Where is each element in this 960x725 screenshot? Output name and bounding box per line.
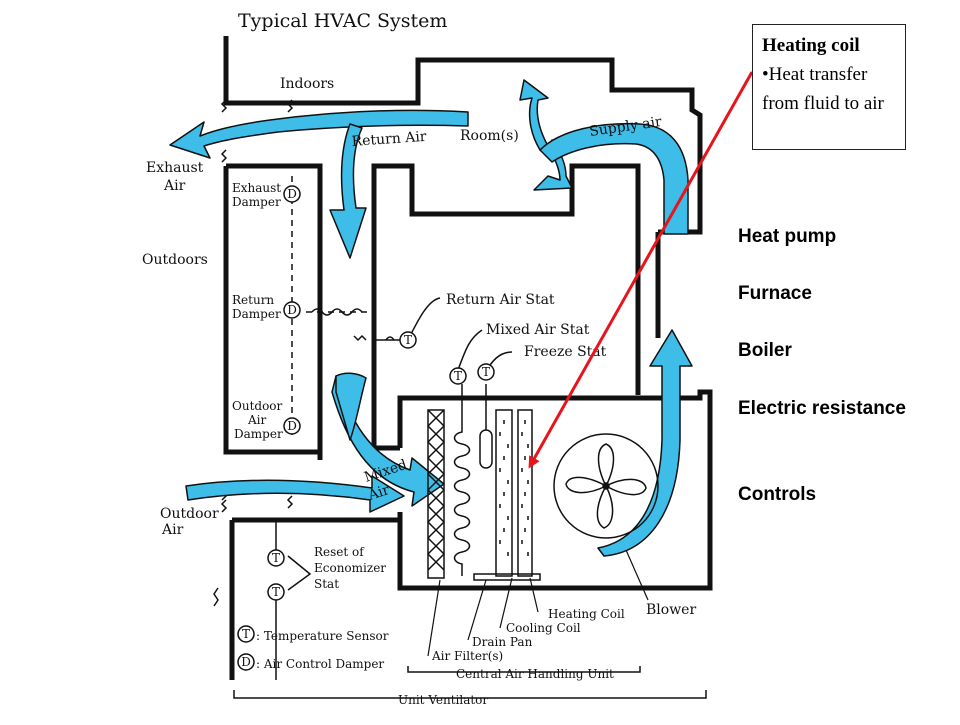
label-blower: Blower: [646, 602, 696, 618]
building-walls: [223, 36, 713, 680]
svg-text:T: T: [242, 627, 250, 641]
heat-source-item: Controls: [738, 484, 817, 505]
heat-source-item: Boiler: [738, 340, 792, 361]
label-heating-coil: Heating Coil: [548, 607, 625, 621]
drain-pan: [473, 573, 541, 581]
svg-text:T: T: [482, 365, 490, 379]
blower-fan: [553, 433, 659, 539]
label-exhaust-air-2: Air: [163, 178, 186, 194]
label-outdoors: Outdoors: [142, 252, 208, 268]
label-exhaust-air-1: Exhaust: [146, 160, 204, 176]
svg-text:T: T: [272, 585, 280, 599]
label-return-air-stat: Return Air Stat: [446, 292, 555, 308]
callout-heading: Heating coil: [762, 35, 860, 56]
legend-damper-label: : Air Control Damper: [256, 657, 384, 671]
label-return-damper-2: Damper: [232, 307, 281, 321]
callout-body: •Heat transfer from fluid to air: [762, 64, 884, 114]
label-return-air: Return Air: [351, 129, 427, 150]
label-outdoor-air-1: Outdoor: [160, 506, 219, 522]
label-exhaust-damper-2: Damper: [232, 195, 281, 209]
cooling-coil-element: [495, 409, 513, 577]
heat-source-list: Heat pump Furnace Boiler Electric resist…: [738, 0, 958, 720]
label-reset-3: Stat: [314, 577, 339, 591]
damper-exhaust: D: [283, 185, 301, 203]
svg-text:T: T: [404, 333, 412, 347]
legend-temp-symbol: T: [237, 625, 255, 643]
label-freeze-stat: Freeze Stat: [524, 344, 607, 360]
diagram-title: Typical HVAC System: [238, 10, 447, 32]
airflow-arrows: [169, 79, 693, 557]
component-leaders: [427, 549, 649, 657]
label-reset-2: Economizer: [314, 561, 386, 575]
heat-source-item: Electric resistance: [738, 398, 906, 419]
svg-text:D: D: [241, 655, 251, 669]
label-air-filters: Air Filter(s): [431, 649, 503, 663]
outdoor-air-arrow: [185, 475, 405, 513]
legend-temp-label: : Temperature Sensor: [256, 629, 389, 643]
svg-text:D: D: [287, 419, 297, 433]
label-indoors: Indoors: [280, 76, 334, 92]
supply-air-main: [539, 122, 689, 235]
serpentine-coil: [453, 384, 471, 576]
svg-text:D: D: [287, 303, 297, 317]
label-rooms: Room(s): [460, 128, 519, 144]
label-outdoor-air-2: Air: [161, 522, 184, 538]
label-exhaust-damper-1: Exhaust: [232, 181, 281, 195]
callout-pointer-arrow: [528, 71, 754, 469]
label-mixed-air-stat: Mixed Air Stat: [486, 322, 590, 338]
heating-coil-element: [517, 409, 533, 577]
label-drain-pan: Drain Pan: [472, 635, 533, 649]
damper-return: D: [283, 301, 301, 319]
heat-source-item: Heat pump: [738, 226, 837, 247]
return-air-arrow: [329, 123, 367, 259]
label-central-unit: Central Air Handling Unit: [456, 667, 614, 681]
label-unit-ventilator: Unit Ventilator: [398, 693, 488, 707]
break-marks: [213, 99, 363, 607]
label-outdoor-damper-3: Damper: [234, 427, 283, 441]
label-return-damper-1: Return: [232, 293, 274, 307]
heating-coil-callout: Heating coil •Heat transfer from fluid t…: [752, 24, 906, 150]
label-cooling-coil: Cooling Coil: [506, 621, 581, 635]
freeze-stat-bulb: [479, 384, 493, 469]
svg-text:T: T: [272, 551, 280, 565]
blower-outlet-arrow: [597, 329, 693, 557]
label-mixed-air-2: Air: [365, 482, 391, 504]
label-outdoor-damper-2: Air: [247, 413, 267, 427]
sensor-reset-1: T: [267, 549, 285, 567]
legend-damper-symbol: D: [237, 653, 255, 671]
sensor-reset-2: T: [267, 583, 285, 601]
supply-air-arrow-up: [519, 79, 549, 151]
sensor-freeze: T: [477, 363, 495, 381]
sensor-return-air: T: [399, 331, 417, 349]
svg-text:D: D: [287, 187, 297, 201]
svg-text:T: T: [454, 369, 462, 383]
label-reset-1: Reset of: [314, 545, 365, 559]
heat-source-item: Furnace: [738, 283, 812, 304]
return-down-arrow: [335, 372, 367, 441]
label-outdoor-damper-1: Outdoor: [232, 399, 283, 413]
damper-outdoor: D: [283, 417, 301, 435]
sensor-mixed-air: T: [449, 367, 467, 385]
grouping-brackets: [233, 666, 707, 699]
air-filter: [427, 409, 445, 579]
